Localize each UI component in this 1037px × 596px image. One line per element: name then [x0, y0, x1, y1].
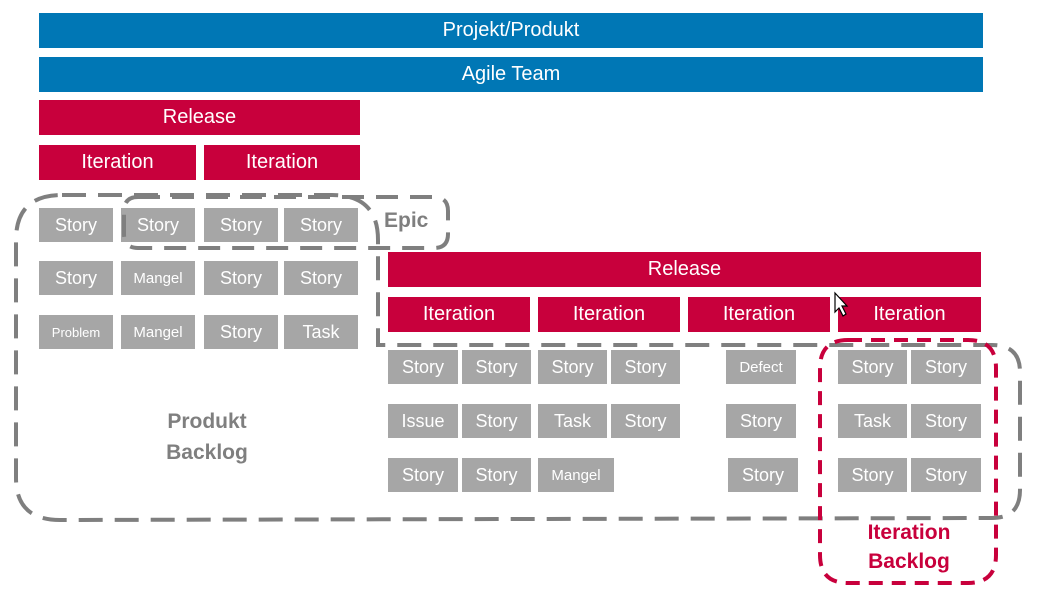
produkt-backlog-label: Produkt Backlog	[166, 410, 248, 464]
card-story: Story	[462, 458, 531, 492]
epic-label: Epic	[384, 209, 429, 232]
card-story: Story	[388, 350, 458, 384]
card-story: Story	[538, 350, 607, 384]
release-1-iteration-1: Iteration	[39, 145, 196, 180]
iteration-label: Iteration	[245, 151, 319, 173]
card-story: Story	[911, 350, 981, 384]
card-issue: Issue	[388, 404, 458, 438]
card-story: Story	[838, 458, 907, 492]
card-problem: Problem	[39, 315, 113, 349]
iteration-label: Iteration	[722, 303, 796, 325]
card-story: Story	[204, 261, 278, 295]
iteration-label: Iteration	[422, 303, 496, 325]
iteration-backlog-label: Iteration Backlog	[867, 521, 951, 573]
release-1-iteration-2: Iteration	[204, 145, 360, 180]
release-2-iteration-3: Iteration	[688, 297, 830, 332]
card-story: Story	[204, 315, 278, 349]
card-defect: Defect	[726, 350, 796, 384]
card-story: Story	[121, 208, 195, 242]
card-story: Story	[284, 261, 358, 295]
card-story: Story	[838, 350, 907, 384]
card-story: Story	[462, 404, 531, 438]
release-2-iteration-4: Iteration	[838, 297, 981, 332]
card-story: Story	[726, 404, 796, 438]
iteration-label: Iteration	[81, 151, 154, 173]
card-story: Story	[284, 208, 358, 242]
release-2-label: Release	[647, 258, 722, 280]
iteration-label: Iteration	[873, 303, 946, 325]
release-1-label: Release	[162, 106, 237, 128]
card-task: Task	[284, 315, 358, 349]
team-bar: Agile Team	[39, 57, 983, 92]
card-task: Task	[538, 404, 607, 438]
release-1-bar: Release	[39, 100, 360, 135]
card-story: Story	[728, 458, 798, 492]
card-mangel: Mangel	[121, 261, 195, 295]
release-2-bar: Release	[388, 252, 981, 287]
iteration-label: Iteration	[572, 303, 646, 325]
card-story: Story	[611, 404, 680, 438]
card-story: Story	[911, 458, 981, 492]
card-story: Story	[388, 458, 458, 492]
card-story: Story	[39, 208, 113, 242]
release-2-iteration-2: Iteration	[538, 297, 680, 332]
card-story: Story	[611, 350, 680, 384]
card-mangel: Mangel	[538, 458, 614, 492]
project-label: Projekt/Produkt	[442, 19, 580, 41]
release-2-iteration-1: Iteration	[388, 297, 530, 332]
card-mangel: Mangel	[121, 315, 195, 349]
project-bar: Projekt/Produkt	[39, 13, 983, 48]
card-story: Story	[204, 208, 278, 242]
card-story: Story	[39, 261, 113, 295]
card-story: Story	[911, 404, 981, 438]
card-task: Task	[838, 404, 907, 438]
team-label: Agile Team	[461, 63, 561, 85]
card-story: Story	[462, 350, 531, 384]
